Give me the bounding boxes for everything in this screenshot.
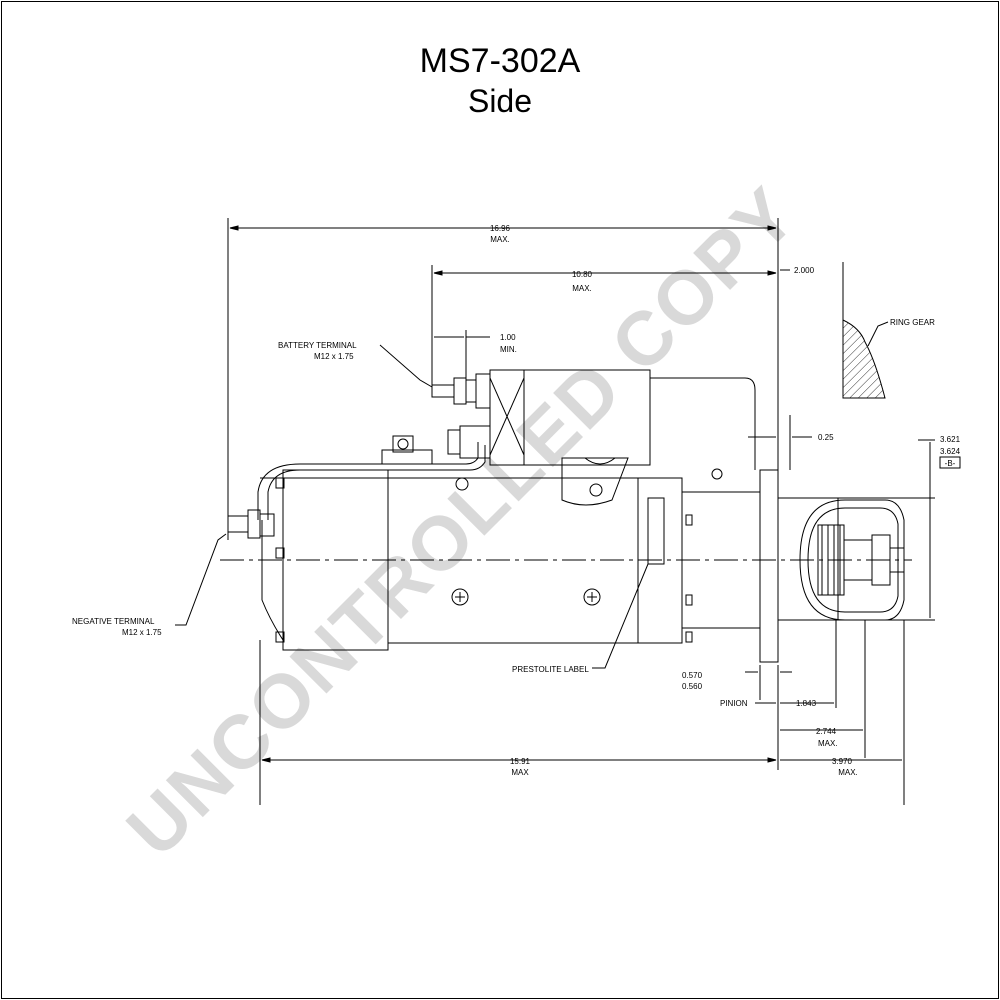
housing-bolt-3: [685, 631, 693, 643]
dim-terminal-clearance-note: MIN.: [500, 345, 517, 354]
leader-battery-terminal: [379, 344, 433, 388]
page-subtitle: Side: [467, 83, 533, 119]
dim-pinion-extension: 2.744: [816, 727, 837, 736]
dim-flange-thickness-max: 0.570: [682, 671, 703, 680]
label-negative-terminal: NEGATIVE TERMINAL: [72, 617, 155, 626]
dim-body-length: 15.91: [510, 757, 531, 766]
uncontrolled-copy-watermark: UNCONTROLLED COPY: [111, 171, 813, 873]
leader-negative-terminal: [175, 533, 227, 626]
negative-terminal-stud: [227, 515, 249, 533]
ring-gear-section: [842, 319, 886, 399]
leader-ring-gear: [867, 321, 889, 347]
solenoid-motor-terminal: [447, 429, 461, 455]
page-title: MS7-302A: [419, 42, 581, 80]
dim-nose-length: 3.970: [832, 757, 853, 766]
frame-screw-left: [451, 588, 469, 606]
housing-bolt-1: [685, 514, 693, 526]
dim-solenoid-length: 10.80: [572, 270, 593, 279]
dim-pilot-dia-min: 3.624: [940, 447, 961, 456]
datum-b-box: [939, 456, 961, 469]
frame-top-screw: [455, 477, 469, 491]
housing-bolt-2: [685, 594, 693, 606]
pilot: [777, 497, 839, 621]
prestolite-label-plate: [647, 497, 665, 565]
dim-flange-to-ring: 2.000: [794, 266, 815, 275]
dim-pilot-dia-max: 3.621: [940, 435, 961, 444]
solenoid-bracket: [650, 377, 756, 470]
label-ring-gear: RING GEAR: [890, 318, 935, 327]
leader-prestolite-label: [592, 563, 649, 669]
solenoid: [489, 369, 651, 466]
field-cable: [267, 445, 486, 520]
frame-screw-right: [583, 588, 601, 606]
datum-b-label: -B-: [945, 459, 956, 468]
label-battery-terminal-thread: M12 x 1.75: [314, 352, 354, 361]
dim-flange-gap: 0.25: [818, 433, 834, 442]
solenoid-mount-foot: [561, 457, 629, 506]
title-block: MS7-302A Side: [0, 40, 1000, 120]
dim-solenoid-length-note: MAX.: [572, 284, 592, 293]
dim-pinion-extension-note: MAX.: [818, 739, 838, 748]
dim-overall-length-note: MAX.: [490, 235, 510, 244]
battery-terminal-stud: [431, 384, 455, 398]
dim-nose-length-note: MAX.: [838, 768, 858, 777]
dim-overall-length: 16.96: [490, 224, 511, 233]
label-battery-terminal: BATTERY TERMINAL: [278, 341, 357, 350]
mounting-flange: [759, 469, 779, 663]
label-negative-terminal-thread: M12 x 1.75: [122, 628, 162, 637]
dim-pinion-position: 1.843: [796, 699, 817, 708]
label-prestolite-label: PRESTOLITE LABEL: [512, 665, 589, 674]
dim-flange-thickness-min: 0.560: [682, 682, 703, 691]
housing-top-nut: [711, 468, 723, 480]
label-pinion: PINION: [720, 699, 748, 708]
dim-terminal-clearance: 1.00: [500, 333, 516, 342]
dim-body-length-note: MAX: [511, 768, 529, 777]
